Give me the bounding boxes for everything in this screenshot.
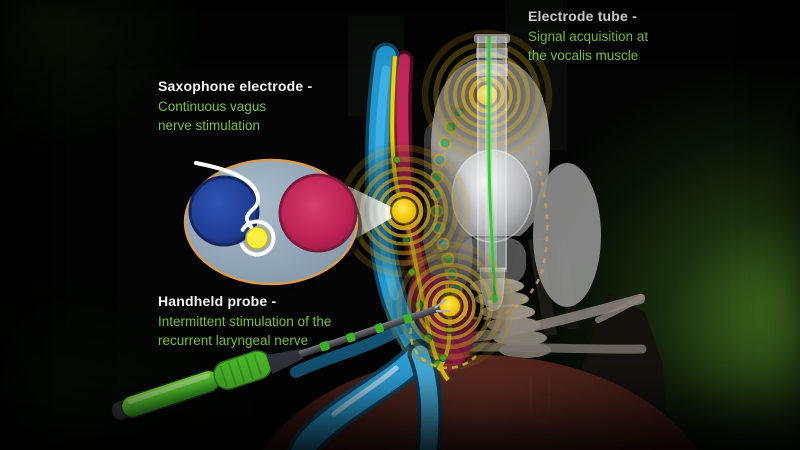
label-electrode-tube: Electrode tube - Signal acquisition at t… <box>528 8 648 65</box>
label-handheld-probe: Handheld probe - Intermittent stimulatio… <box>158 293 331 350</box>
stimulation-point-vocalis <box>419 27 555 163</box>
probe-fork-tip <box>434 298 451 313</box>
tube-connector-rings <box>474 34 510 76</box>
label-line: recurrent laryngeal nerve <box>158 333 309 348</box>
label-line: Intermittent stimulation of the <box>158 314 332 329</box>
handheld-probe <box>111 298 451 420</box>
label-line: the vocalis muscle <box>528 48 639 63</box>
inset-callout <box>183 158 402 290</box>
label-title: Electrode tube - <box>528 8 637 24</box>
glow-core <box>438 294 462 318</box>
probe-collar <box>266 349 304 374</box>
right-thyroid-lobe <box>533 163 601 307</box>
vagus-glow-core <box>390 197 418 225</box>
label-saxophone-electrode: Saxophone electrode - Continuous vagus n… <box>158 78 312 135</box>
glow-core <box>475 83 499 107</box>
label-line: Continuous vagus <box>158 99 267 114</box>
inset-artery-circle <box>278 173 358 253</box>
callout-cone <box>348 186 402 243</box>
inset-vagus-circle <box>245 226 269 250</box>
label-line: Signal acquisition at <box>528 29 649 44</box>
label-line: nerve stimulation <box>158 118 261 133</box>
ripple-rings <box>385 241 515 371</box>
probe-grip <box>213 350 272 390</box>
stimulation-point-rln <box>384 240 516 372</box>
saxophone-electrode-outline <box>194 161 276 257</box>
label-title: Saxophone electrode - <box>158 78 313 94</box>
label-title: Handheld probe - <box>158 293 277 309</box>
probe-shaft-bands <box>319 313 413 352</box>
inset-vein-circle <box>188 175 260 247</box>
